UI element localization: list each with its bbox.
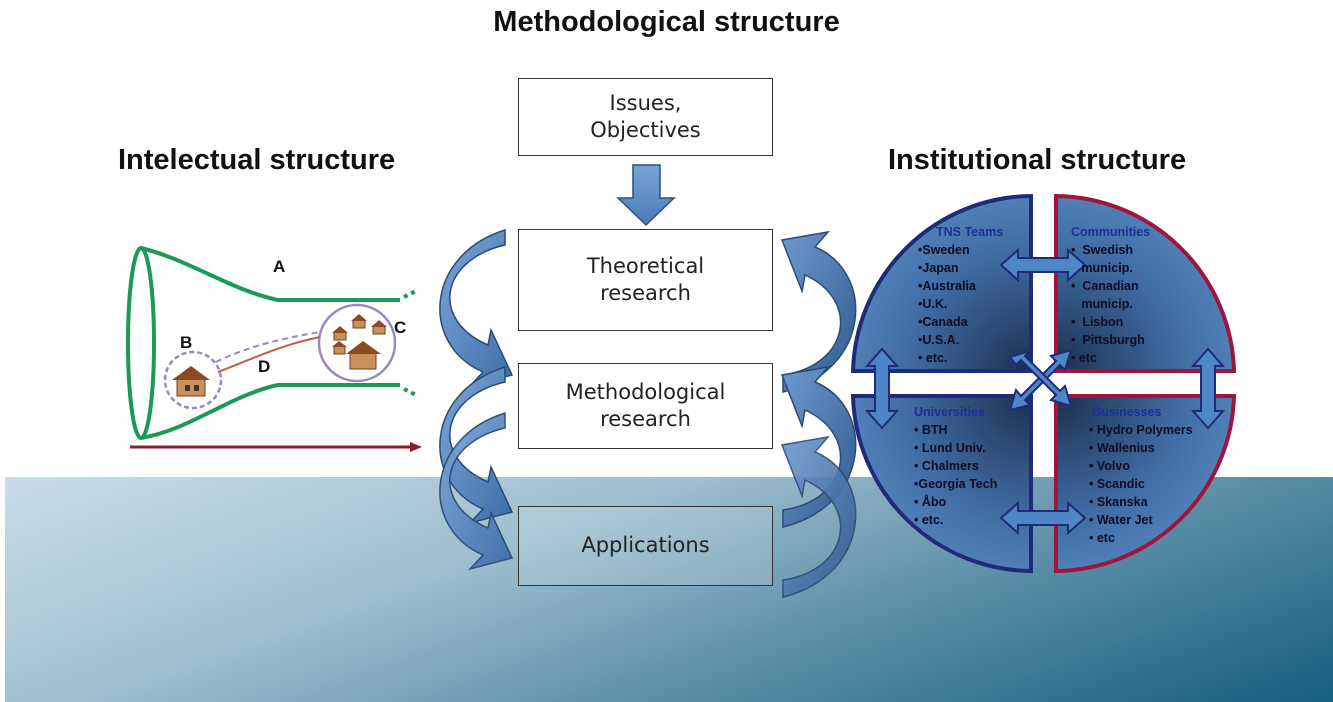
list-item: • etc. (918, 351, 947, 365)
list-item: • Canadian (1071, 279, 1139, 293)
businesses-list: • Hydro Polymers • Wallenius • Volvo • S… (1089, 423, 1193, 545)
list-item: municip. (1071, 297, 1133, 311)
list-item: • Chalmers (914, 459, 979, 473)
list-item: •Canada (918, 315, 969, 329)
tns-teams-list: •Sweden •Japan •Australia •U.K. •Canada … (918, 243, 977, 365)
house-cluster-icon (332, 314, 387, 370)
quadrant-businesses (1054, 394, 1237, 574)
path-d (217, 336, 321, 373)
theoretical-research-box: Theoretical research (518, 229, 773, 331)
circle-b (163, 350, 223, 410)
arrow-bottom (999, 500, 1087, 536)
double-arrows (864, 247, 1226, 536)
list-item: • BTH (914, 423, 948, 437)
label-a: A (273, 257, 285, 276)
arrow-right (1190, 347, 1226, 430)
list-item: • Scandic (1089, 477, 1145, 491)
quadrant-communities (1054, 193, 1237, 373)
businesses-title: Businesses (1092, 405, 1162, 419)
quadrant-tns-teams (850, 193, 1033, 373)
left-curved-arrows (439, 228, 514, 571)
institutional-structure-heading: Institutional structure (888, 144, 1187, 176)
list-item: •Australia (918, 279, 977, 293)
circle-c (317, 303, 397, 383)
tns-teams-title: TNS Teams (936, 225, 1003, 239)
house-icon (172, 366, 210, 397)
arrow-diagonal-2 (1008, 350, 1073, 408)
list-item: • etc (1089, 531, 1115, 545)
list-item: •U.K. (918, 297, 947, 311)
quadrant-universities (850, 394, 1033, 574)
list-item: • Water Jet (1089, 513, 1153, 527)
issues-objectives-box: Issues, Objectives (518, 78, 773, 156)
intellectual-structure-heading: Intelectual structure (118, 144, 396, 176)
universities-title: Universities (914, 405, 985, 419)
label-b: B (180, 333, 192, 352)
arrow-left (864, 347, 900, 430)
list-item: municip. (1071, 261, 1133, 275)
list-item: • Volvo (1089, 459, 1130, 473)
list-item: • Lund Univ. (914, 441, 986, 455)
communities-title: Communities (1071, 225, 1150, 239)
list-item: • Hydro Polymers (1089, 423, 1193, 437)
funnel-outline (126, 246, 419, 440)
communities-list: • Swedish municip. • Canadian municip. •… (1071, 243, 1145, 365)
down-arrow (616, 164, 676, 227)
methodological-structure-heading: Methodological structure (493, 6, 840, 38)
list-item: • Wallenius (1089, 441, 1155, 455)
methodological-research-box: Methodological research (518, 363, 773, 449)
list-item: •Georgia Tech (914, 477, 997, 491)
applications-box: Applications (518, 506, 773, 586)
label-d: D (258, 357, 270, 376)
list-item: • Pittsburgh (1071, 333, 1145, 347)
list-item: • Åbo (914, 494, 947, 509)
list-item: •U.S.A. (918, 333, 959, 347)
list-item: • Lisbon (1071, 315, 1123, 329)
label-c: C (394, 318, 406, 337)
list-item: • etc. (914, 513, 943, 527)
list-item: •Sweden (918, 243, 970, 257)
list-item: • Skanska (1089, 495, 1149, 509)
list-item: •Japan (918, 261, 959, 275)
arrow-top (999, 247, 1087, 283)
universities-list: • BTH • Lund Univ. • Chalmers •Georgia T… (914, 423, 997, 527)
right-curved-arrows (780, 230, 857, 598)
list-item: • etc (1071, 351, 1097, 365)
list-item: • Swedish (1071, 243, 1133, 257)
